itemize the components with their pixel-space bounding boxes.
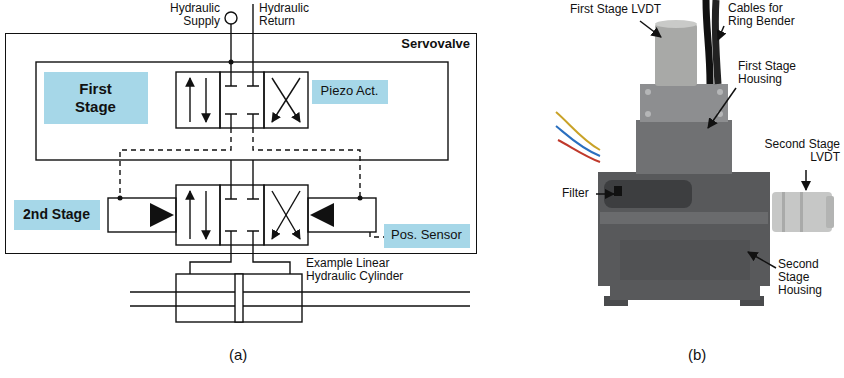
valve-photo xyxy=(782,192,785,232)
hydraulic-line xyxy=(36,62,448,160)
valve-photo xyxy=(706,0,710,84)
pilot-triangle xyxy=(310,203,334,227)
leader-arrow xyxy=(748,252,776,268)
leader-arrow xyxy=(596,193,614,195)
valve-photo xyxy=(655,24,697,86)
valve-photo xyxy=(558,140,600,162)
valve-photo xyxy=(614,186,622,196)
pilot-line xyxy=(253,128,360,198)
valve-photo xyxy=(715,0,718,84)
leader-arrow xyxy=(805,170,807,190)
hydraulic-line xyxy=(252,160,253,185)
valve-symbol xyxy=(264,72,308,128)
valve-symbol xyxy=(176,72,220,128)
servovalve-frame: ServovalveFirst Stage Piezo Act. 2nd Stage… xyxy=(5,33,477,254)
valve-photo xyxy=(640,84,728,122)
valve-photo xyxy=(717,89,723,95)
box-label: First Stage xyxy=(66,80,126,115)
component-label: Example Linear Hydraulic Cylinder xyxy=(306,257,426,283)
valve-symbol xyxy=(189,191,190,239)
pilot-triangle xyxy=(150,203,334,227)
valve-symbol xyxy=(108,198,176,232)
valve-symbol xyxy=(264,185,308,245)
valve-photo xyxy=(598,172,770,300)
valve-photo xyxy=(636,120,732,174)
valve-symbol xyxy=(225,231,259,245)
leader-arrow xyxy=(640,21,661,37)
valve-symbol xyxy=(225,72,259,86)
part-label: Cables for Ring Bender xyxy=(728,2,802,28)
hydraulic-line xyxy=(190,245,231,274)
port-label: Hydraulic Return xyxy=(259,2,321,28)
leader-arrow xyxy=(708,88,736,128)
part-label: Second Stage LVDT xyxy=(760,138,840,164)
leader-arrow xyxy=(718,26,724,40)
cylinder-symbol xyxy=(130,291,470,292)
stage-box: First Stage xyxy=(44,72,148,124)
valve-photo xyxy=(826,196,834,228)
valve-symbol xyxy=(225,114,259,128)
valve-photo xyxy=(645,89,651,95)
valve-photo xyxy=(772,192,832,232)
pilot-line xyxy=(120,128,384,237)
part-label: Filter xyxy=(562,187,589,200)
hydraulic-line xyxy=(230,24,231,72)
frame-title: Servovalve xyxy=(401,36,470,51)
supply-symbol xyxy=(229,60,234,65)
pilot-line xyxy=(370,232,384,237)
valve-symbol xyxy=(189,78,190,122)
panel-label: (a) xyxy=(229,346,247,363)
valve-symbol xyxy=(176,185,220,245)
part-label: First Stage Housing xyxy=(738,60,810,86)
valve-symbol xyxy=(205,191,206,239)
valve-photo xyxy=(655,20,697,28)
valve-photo xyxy=(600,212,768,224)
box-label: Piezo Act. xyxy=(321,84,379,99)
part-label: Second Stage Housing xyxy=(778,258,836,297)
valve-symbol xyxy=(308,198,376,232)
cylinder-symbol xyxy=(176,274,302,322)
cylinder-symbol xyxy=(235,274,243,322)
actuator-box: Piezo Act. xyxy=(312,80,388,104)
valve-symbol xyxy=(220,185,264,245)
valve-photo xyxy=(645,111,651,117)
valve-symbol xyxy=(220,72,264,128)
valve-photo xyxy=(620,240,750,280)
box-label: Pos. Sensor xyxy=(391,228,462,243)
port-label: Hydraulic Supply xyxy=(158,2,220,28)
valve-symbol xyxy=(272,78,300,122)
valve-symbol xyxy=(272,191,300,239)
part-label: First Stage LVDT xyxy=(570,3,661,16)
pilot-triangle xyxy=(150,203,174,227)
valve-symbol xyxy=(272,78,300,122)
hydraulic-line xyxy=(253,245,290,274)
stage-box: 2nd Stage xyxy=(14,200,100,230)
cylinder-symbol xyxy=(130,274,470,322)
hydraulic-line xyxy=(230,160,231,185)
valve-photo xyxy=(800,192,803,232)
valve-symbol xyxy=(272,191,300,239)
sensor-box: Pos. Sensor xyxy=(384,224,470,248)
valve-symbol xyxy=(205,78,206,122)
supply-symbol xyxy=(225,12,237,24)
valve-photo xyxy=(604,180,692,208)
supply-symbol xyxy=(118,12,363,201)
cylinder-symbol xyxy=(130,305,470,306)
valve-symbol xyxy=(225,185,259,199)
box-label: 2nd Stage xyxy=(23,206,90,222)
panel-label: (b) xyxy=(688,346,706,363)
